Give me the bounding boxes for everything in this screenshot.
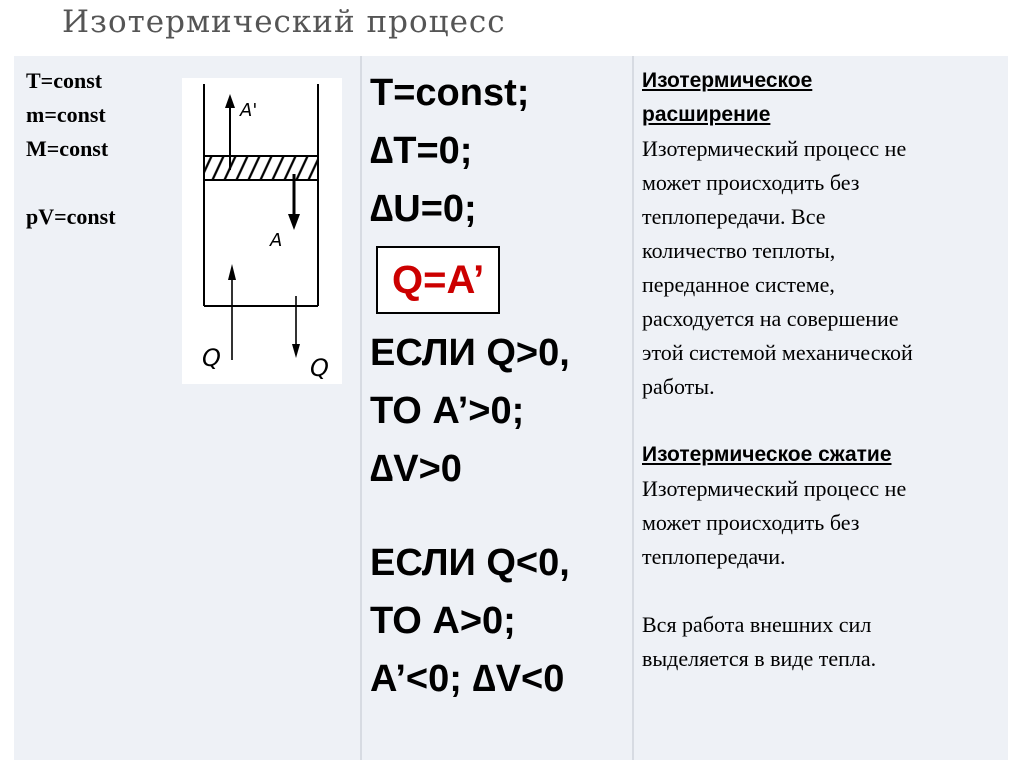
page-title: Изотермический процесс [62,4,506,40]
compression-text-line: может происходить без [642,510,860,535]
conditions-column: T=const m=const M=const pV=const [14,56,362,760]
constant-params: T=const m=const M=const pV=const [26,64,116,234]
process-table: T=const m=const M=const pV=const [14,56,1008,760]
description-column: Изотермическое расширение Изотермический… [632,56,1008,760]
label-a-prime: A' [239,100,257,121]
expansion-text-line: теплопередачи. Все [642,204,826,229]
formula-then-a-positive: ТО A>0; [370,600,516,642]
expansion-text-line: может происходить без [642,170,860,195]
formula-then-a-prime-positive: ТО A’>0; [370,390,525,432]
formula-delta-v-positive: ∆V>0 [370,448,462,490]
expansion-text-line: Изотермический процесс не [642,136,907,161]
final-text-line: выделяется в виде тепла. [642,646,877,671]
expansion-text-line: переданное системе, [642,272,835,297]
expansion-text-line: количество теплоты, [642,238,836,263]
param-molar-mass: M=const [26,136,109,161]
piston [203,155,319,181]
cylinder-diagram: A' A Q Q [182,78,342,384]
param-mass: m=const [26,102,106,127]
label-q-right: Q [310,354,329,382]
formula-delta-t: ∆T=0; [370,130,473,172]
expansion-text-line: работы. [642,374,715,399]
compression-text-line: теплопередачи. [642,544,786,569]
expansion-heading-line1: Изотермическое [642,69,813,92]
formulas: T=const; ∆T=0; ∆U=0; Q=A’ ЕСЛИ Q>0, ТО A… [370,64,570,708]
formula-if-q-positive: ЕСЛИ Q>0, [370,332,570,374]
final-text-line: Вся работа внешних сил [642,612,872,637]
expansion-text-line: расходуется на совершение [642,306,899,331]
compression-heading: Изотермическое сжатие [642,443,892,466]
compression-text-line: Изотермический процесс не [642,476,907,501]
description: Изотермическое расширение Изотермический… [642,64,998,676]
formulas-column: T=const; ∆T=0; ∆U=0; Q=A’ ЕСЛИ Q>0, ТО A… [360,56,634,760]
expansion-text-line: этой системой механической [642,340,913,365]
label-q-left: Q [202,344,221,372]
boxed-formula: Q=A’ [376,246,501,314]
cylinder-piston-svg: A' A Q Q [202,84,329,382]
param-temperature: T=const [26,68,103,93]
param-pv: pV=const [26,204,116,229]
formula-delta-u: ∆U=0; [370,188,477,230]
formula-t-const: T=const; [370,72,530,114]
label-a: A [269,230,282,251]
formula-a-prime-negative: A’<0; ∆V<0 [370,658,565,700]
formula-if-q-negative: ЕСЛИ Q<0, [370,542,570,584]
expansion-heading-line2: расширение [642,103,771,126]
